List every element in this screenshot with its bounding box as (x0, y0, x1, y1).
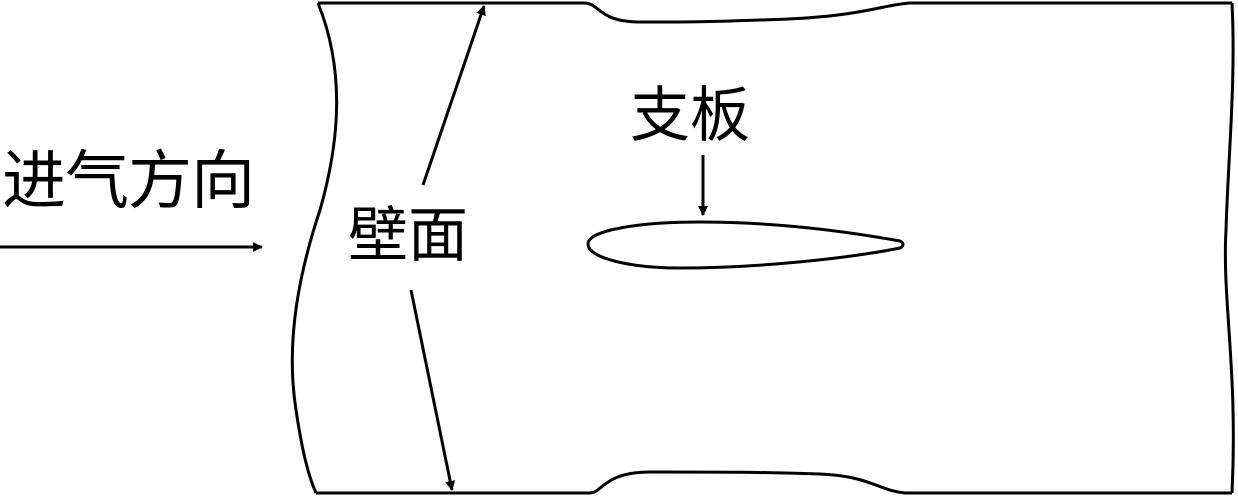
wall-arrow-top (421, 5, 486, 186)
strut-airfoil (586, 220, 905, 270)
inlet-direction-label: 进气方向 (2, 145, 255, 219)
strut-label: 支板 (630, 81, 750, 151)
outlet-boundary (1223, 2, 1235, 494)
wall-arrow-bottom (409, 289, 456, 491)
wall-label: 壁面 (348, 201, 468, 271)
bottom-wall (316, 470, 1232, 495)
inlet-boundary (290, 2, 339, 494)
top-wall (318, 1, 1232, 24)
